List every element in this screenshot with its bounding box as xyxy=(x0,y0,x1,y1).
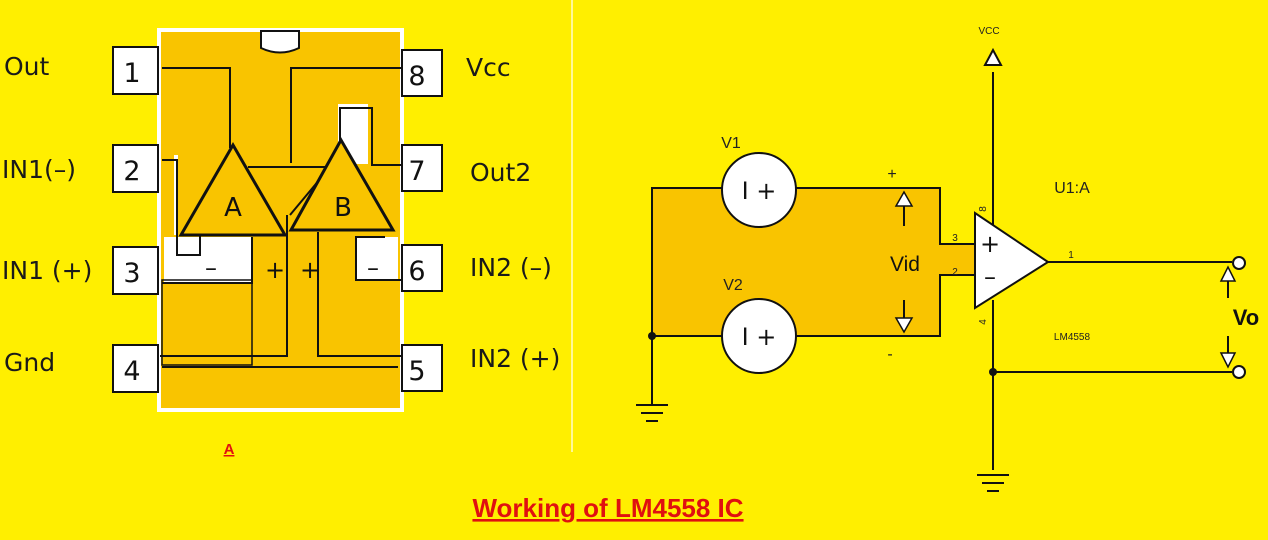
pin-number: 8 xyxy=(408,61,425,92)
vid-arrow-down-icon xyxy=(894,317,914,334)
pin-5: 5 xyxy=(401,344,443,392)
pin-4: 4 xyxy=(112,344,159,393)
ic-trace-gnd-vertical xyxy=(160,215,288,357)
pin-label-in2-pos: IN2 (+) xyxy=(470,344,560,373)
vo-arrow-up-icon xyxy=(1219,265,1237,282)
part-name: LM4558 xyxy=(1054,332,1091,343)
source-v1-label: V1 xyxy=(721,135,741,152)
output-terminal-bottom xyxy=(1232,365,1246,379)
pin-number: 1 xyxy=(123,58,140,89)
vcc-label: VCC xyxy=(978,26,999,37)
pin-label-in1-pos: IN1 (+) xyxy=(2,256,92,285)
pin-number: 2 xyxy=(123,156,140,187)
pin-label-out: Out xyxy=(4,52,50,81)
pin-3: 3 xyxy=(112,246,159,295)
part-reference: U1:A xyxy=(1054,180,1090,197)
ic-trace-vcc xyxy=(290,67,402,163)
opamp-pin1: 1 xyxy=(1068,250,1074,261)
pin-label-gnd: Gnd xyxy=(4,348,55,377)
ic-bottom-strip xyxy=(164,365,398,407)
vid-minus-label: - xyxy=(887,346,892,363)
vid-plus-label: + xyxy=(887,166,896,183)
source-v1: I + xyxy=(721,152,797,228)
opamp-pin3: 3 xyxy=(952,233,958,244)
source-v2: I + xyxy=(721,298,797,374)
opamp-b-label: B xyxy=(334,193,352,223)
ic-trace-in2-neg xyxy=(355,236,402,281)
figure-caption: Working of LM4558 IC xyxy=(472,493,743,523)
opamp-a-plus: + xyxy=(265,256,285,284)
vid-label: Vid xyxy=(890,253,920,276)
pin-label-in1-neg: IN1(–) xyxy=(2,155,76,184)
opamp-pin2: 2 xyxy=(952,267,958,278)
pin-1: 1 xyxy=(112,46,159,95)
ic-in2-pad xyxy=(356,237,398,280)
pin-label-vcc: Vcc xyxy=(466,53,511,82)
vcc-arrow-icon xyxy=(983,47,1003,66)
opamp-plus-input: + xyxy=(980,230,1000,258)
opamp-a-triangle xyxy=(178,142,288,237)
opamp-b-minus: – xyxy=(367,254,379,282)
ic-in1-pad xyxy=(164,237,252,284)
pin-number: 4 xyxy=(123,356,140,387)
ic-trace-out2 xyxy=(339,107,402,166)
pin-number: 5 xyxy=(408,356,425,387)
opamp-u1a-triangle xyxy=(974,211,1050,310)
opamp-pin4: 4 xyxy=(978,319,989,325)
pin-number: 6 xyxy=(408,256,425,287)
source-v2-label: V2 xyxy=(723,277,743,294)
wire-v2-to-pin2 xyxy=(796,274,975,337)
ic-in1-box xyxy=(161,279,253,366)
figure-tag: A xyxy=(224,441,235,458)
pin-label-in2-neg: IN2 (–) xyxy=(470,253,552,282)
wire-v1-to-pin3 xyxy=(796,187,975,245)
ic-notch xyxy=(260,30,300,54)
pin-6: 6 xyxy=(401,244,443,292)
pin-2: 2 xyxy=(112,144,159,193)
output-terminal-top xyxy=(1232,256,1246,270)
vid-arrow-up-icon xyxy=(894,190,914,207)
opamp-pin8: 8 xyxy=(978,206,989,212)
input-region xyxy=(652,188,975,336)
ground-symbol-right xyxy=(977,474,1009,492)
pin-label-out2: Out2 xyxy=(470,158,531,187)
junction-left xyxy=(648,332,656,340)
schematic: I + V1 I + V2 + Vid - VCC + – 3 2 8 4 1 … xyxy=(636,26,1259,492)
ic-trace-in1-neg xyxy=(162,159,201,256)
source-v2-glyph: I + xyxy=(742,323,777,351)
pin-7: 7 xyxy=(401,144,443,192)
opamp-b-triangle xyxy=(288,136,396,232)
opamp-a-label: A xyxy=(224,193,242,223)
pin-8: 8 xyxy=(401,49,443,97)
pin-number: 7 xyxy=(408,156,425,187)
ground-symbol-left xyxy=(636,404,668,422)
ic-trace-in2-pos xyxy=(317,232,402,357)
vo-arrow-down-icon xyxy=(1219,352,1237,369)
wire-left-loop xyxy=(651,187,722,336)
ic-pinout: A B – + + – 1 2 3 4 8 7 xyxy=(2,28,560,458)
opamp-a-minus: – xyxy=(205,254,217,282)
vo-label: Vo xyxy=(1233,305,1259,330)
opamp-b-plus: + xyxy=(300,256,320,284)
pin-number: 3 xyxy=(123,258,140,289)
opamp-minus-input: – xyxy=(984,263,996,291)
ic-trace-out1 xyxy=(162,67,231,148)
source-v1-glyph: I + xyxy=(742,177,777,205)
